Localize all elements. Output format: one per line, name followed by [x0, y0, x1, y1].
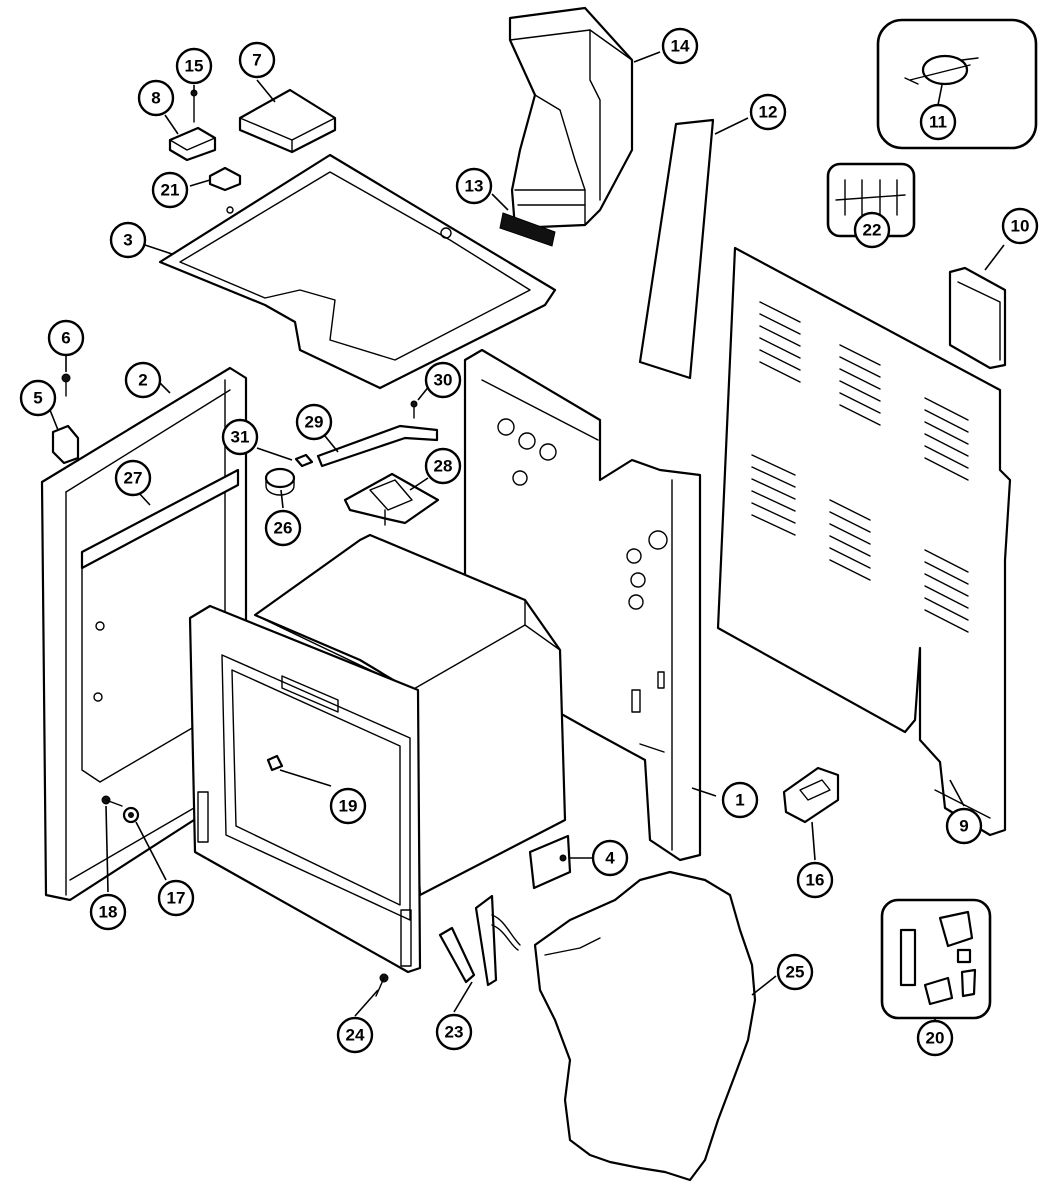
- svg-text:2: 2: [138, 371, 147, 390]
- part-8-switch: [168, 126, 217, 162]
- part-24-screw: [375, 973, 389, 997]
- svg-text:30: 30: [434, 371, 453, 390]
- svg-text:29: 29: [305, 413, 324, 432]
- callout-11: 11: [919, 103, 957, 141]
- part-17-washer: [122, 806, 140, 824]
- svg-text:19: 19: [339, 797, 358, 816]
- callout-30: 30: [424, 361, 462, 399]
- svg-text:11: 11: [929, 113, 947, 132]
- svg-text:27: 27: [124, 469, 143, 488]
- svg-text:9: 9: [959, 817, 968, 836]
- callout-15: 15: [175, 47, 213, 85]
- svg-text:14: 14: [671, 37, 690, 56]
- leader-lines: [49, 51, 1005, 1020]
- part-10-bracket: [948, 266, 1007, 370]
- svg-text:18: 18: [99, 903, 118, 922]
- callout-24: 24: [336, 1016, 374, 1054]
- svg-text:1: 1: [735, 791, 744, 810]
- svg-text:26: 26: [274, 519, 293, 538]
- part-27-strip: [80, 468, 241, 783]
- callout-3: 3: [109, 221, 147, 259]
- callout-18: 18: [89, 893, 127, 931]
- part-12-trim-strip: [638, 118, 715, 380]
- callout-19: 19: [329, 787, 367, 825]
- part-15-screw: [190, 89, 198, 123]
- callout-26: 26: [264, 509, 302, 547]
- svg-text:13: 13: [465, 177, 484, 196]
- part-28-latch-assembly: [343, 472, 440, 526]
- part-19-oven-front-frame: [188, 604, 422, 974]
- callout-10: 10: [1001, 207, 1039, 245]
- part-25-insulation-blanket: [533, 870, 757, 1182]
- part-11-inset-box: [876, 18, 1038, 150]
- part-4-bracket: [528, 834, 572, 890]
- part-20-inset-box: [880, 898, 992, 1020]
- callout-9: 9: [945, 807, 983, 845]
- svg-text:17: 17: [167, 889, 186, 908]
- callout-7: 7: [238, 41, 276, 79]
- callout-23: 23: [435, 1013, 473, 1051]
- part-3-top-plate: [158, 153, 557, 390]
- part-1-side-panel: [463, 348, 702, 862]
- svg-text:21: 21: [161, 181, 180, 200]
- svg-text:25: 25: [786, 963, 805, 982]
- part-23-door-hinge: [438, 894, 521, 987]
- callout-14: 14: [661, 27, 699, 65]
- svg-text:24: 24: [346, 1026, 365, 1045]
- callouts: 1 2 3 4 5 6 7 8 9 10 11 12 13 14 15 16 1…: [19, 27, 1039, 1057]
- svg-text:23: 23: [445, 1023, 464, 1042]
- callout-6: 6: [47, 319, 85, 357]
- callout-16: 16: [796, 861, 834, 899]
- callout-4: 4: [591, 839, 629, 877]
- part-14-vent-duct: [508, 6, 634, 230]
- callout-20: 20: [916, 1019, 954, 1057]
- part-13-grille: [499, 212, 556, 247]
- callout-8: 8: [137, 79, 175, 117]
- part-7-control-module: [238, 88, 337, 154]
- part-30-screw: [410, 400, 418, 419]
- part-31-nut: [294, 453, 314, 468]
- svg-text:20: 20: [926, 1029, 945, 1048]
- callout-2: 2: [124, 361, 162, 399]
- callout-22: 22: [853, 211, 891, 249]
- callout-28: 28: [424, 447, 462, 485]
- svg-text:7: 7: [252, 51, 261, 70]
- svg-text:15: 15: [185, 57, 204, 76]
- part-5-hinge-block: [51, 424, 80, 465]
- callout-13: 13: [455, 167, 493, 205]
- callout-25: 25: [776, 953, 814, 991]
- svg-text:4: 4: [605, 849, 615, 868]
- part-6-screw: [61, 373, 71, 397]
- callout-21: 21: [151, 171, 189, 209]
- part-26-knob: [264, 467, 296, 496]
- callout-12: 12: [749, 93, 787, 131]
- callout-29: 29: [295, 403, 333, 441]
- callout-27: 27: [114, 459, 152, 497]
- part-21-clip: [208, 166, 242, 192]
- svg-text:6: 6: [61, 329, 70, 348]
- part-16-bracket: [782, 766, 840, 824]
- svg-text:3: 3: [123, 231, 132, 250]
- part-18-screw: [101, 795, 123, 807]
- callout-31: 31: [221, 418, 259, 456]
- callout-5: 5: [19, 379, 57, 417]
- callout-17: 17: [157, 879, 195, 917]
- svg-text:31: 31: [231, 428, 250, 447]
- svg-text:10: 10: [1011, 217, 1030, 236]
- svg-text:22: 22: [863, 221, 882, 240]
- svg-text:12: 12: [759, 103, 778, 122]
- part-29-latch-bar: [316, 424, 439, 468]
- callout-1: 1: [721, 781, 759, 819]
- svg-text:8: 8: [151, 89, 160, 108]
- part-9-back-panel: [716, 246, 1012, 837]
- svg-text:28: 28: [434, 457, 453, 476]
- svg-text:16: 16: [806, 871, 825, 890]
- svg-text:5: 5: [33, 389, 42, 408]
